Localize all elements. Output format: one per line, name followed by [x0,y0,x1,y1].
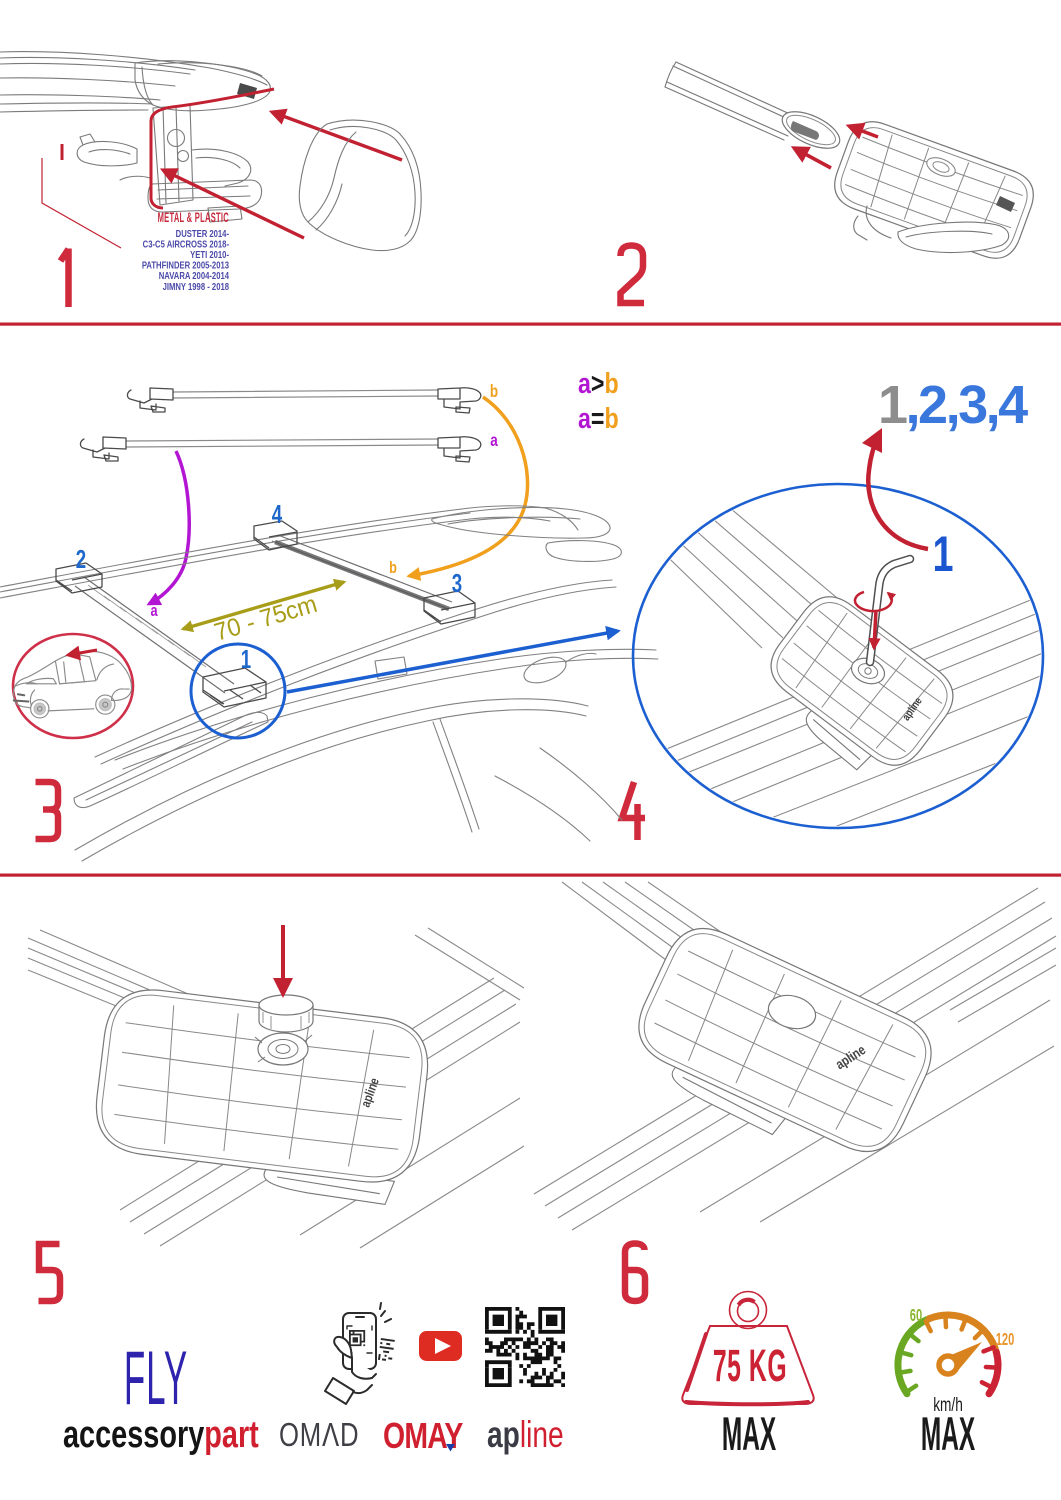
svg-text:1: 1 [241,644,251,674]
svg-text:MAX: MAX [722,1407,776,1460]
svg-text:JIMNY 1998 - 2018: JIMNY 1998 - 2018 [163,281,229,292]
svg-text:2: 2 [76,544,86,574]
svg-text:3: 3 [452,568,462,598]
svg-text:accessorypart: accessorypart [63,1413,259,1456]
svg-text:C3-C5 AIRCROSS 2018-: C3-C5 AIRCROSS 2018- [143,238,229,249]
svg-text:b: b [389,558,397,577]
svg-text:FLY: FLY [124,1335,188,1421]
svg-text:PATHFINDER 2005-2013: PATHFINDER 2005-2013 [142,259,229,270]
svg-text:NAVARA 2004-2014: NAVARA 2004-2014 [159,270,230,281]
svg-text:1: 1 [933,527,954,582]
svg-text:a: a [150,601,158,620]
svg-text:MAX: MAX [921,1407,975,1460]
svg-text:60: 60 [910,1305,922,1325]
svg-text:a: a [490,431,498,450]
svg-text:OMAY: OMAY [383,1416,464,1456]
svg-text:120: 120 [996,1329,1015,1349]
svg-text:OMΛD: OMΛD [279,1417,359,1454]
svg-text:YETI 2010-: YETI 2010- [190,249,229,260]
svg-text:METAL & PLASTIC: METAL & PLASTIC [158,211,229,226]
svg-text:75 KG: 75 KG [713,1340,787,1391]
svg-text:70 - 75cm: 70 - 75cm [211,590,320,647]
svg-text:b: b [490,382,498,401]
svg-text:apline: apline [487,1413,564,1455]
svg-text:a>b: a>b [578,366,619,399]
svg-text:4: 4 [272,499,283,529]
svg-text:DUSTER 2014-: DUSTER 2014- [176,228,229,239]
svg-text:a=b: a=b [578,401,619,434]
svg-text:1,2,3,4: 1,2,3,4 [878,375,1028,435]
svg-text:km/h: km/h [933,1394,963,1416]
